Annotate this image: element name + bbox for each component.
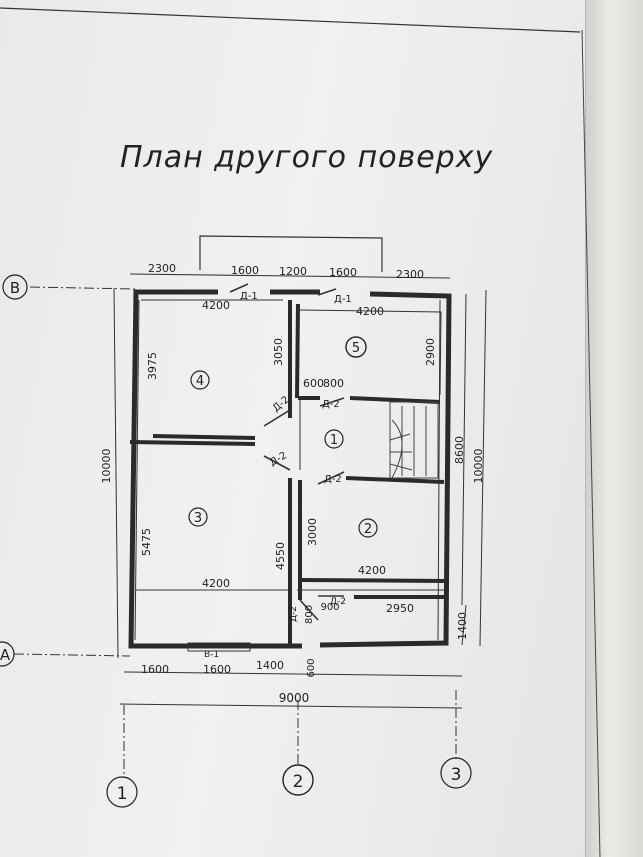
door-label-room2: Д-2 <box>324 474 342 485</box>
door-label-room5: Д-2 <box>322 399 340 410</box>
axis-line-v <box>29 286 136 290</box>
dim-bottom-1: 1600 <box>141 663 169 676</box>
dim-room4-height: 3975 <box>146 352 159 380</box>
interior-thin-lines <box>136 400 446 591</box>
door-label-bath-left: Д-2 <box>289 606 299 622</box>
staircase <box>389 401 439 479</box>
dim-top-2: 1600 <box>231 264 259 277</box>
dim-bath-small-width: 900 <box>320 602 339 613</box>
room-marker-4 <box>190 370 210 390</box>
room-number-4: 4 <box>196 374 204 389</box>
dim-top-5: 2300 <box>396 268 424 281</box>
interior-walls <box>129 300 447 645</box>
door-swings <box>229 283 345 621</box>
dim-room4-right-height: 3050 <box>272 338 285 366</box>
dim-right-total: 10000 <box>472 449 485 484</box>
dim-bottom-2: 1600 <box>203 663 231 676</box>
dim-room2-width: 4200 <box>358 564 386 577</box>
dim-room2-height: 3000 <box>306 518 319 546</box>
dim-top-3: 1200 <box>279 265 307 278</box>
room-number-5: 5 <box>352 341 360 356</box>
outer-walls <box>128 289 452 649</box>
door-label-bath-right: Д-2 <box>330 597 346 607</box>
dim-left-total: 10000 <box>100 449 113 484</box>
dim-top-1: 2300 <box>148 262 176 275</box>
dim-room4-width: 4200 <box>202 299 230 312</box>
door-label-room3: Д-2 <box>268 450 289 468</box>
sheet-border-right <box>581 29 601 857</box>
dim-corridor-1: 600 <box>303 377 324 390</box>
axis-label-a: А <box>0 646 11 664</box>
dim-bath-small-height: 800 <box>304 605 315 624</box>
dim-room5-width: 4200 <box>356 305 384 318</box>
axis-line-a <box>13 653 131 657</box>
dim-top-4: 1600 <box>329 266 357 279</box>
axis-bubble-2 <box>282 764 314 796</box>
balcony-outline <box>199 235 383 272</box>
axis-label-1: 1 <box>117 784 128 804</box>
room-number-3: 3 <box>194 511 202 526</box>
window-bottom <box>187 642 251 652</box>
room-number-2: 2 <box>364 522 372 537</box>
dim-bottom-small: 600 <box>306 658 317 677</box>
sheet-border-top <box>0 7 581 33</box>
axis-label-3: 3 <box>451 765 462 785</box>
wall-thickness-lines <box>134 299 442 641</box>
axis-bubble-1 <box>106 776 138 808</box>
axis-label-v: В <box>10 279 20 297</box>
room-marker-5 <box>345 336 367 358</box>
dim-room3-right-height: 4550 <box>274 542 287 570</box>
dimension-lines <box>113 273 487 709</box>
axis-bubble-a <box>0 641 15 667</box>
dim-bottom-3: 1400 <box>256 659 284 672</box>
dim-bath-width: 2950 <box>386 602 414 615</box>
axis-label-2: 2 <box>293 772 304 792</box>
dim-right-upper: 8600 <box>453 436 466 464</box>
dim-total-width: 9000 <box>279 691 310 705</box>
next-page-edge <box>585 0 643 857</box>
dim-corridor-2: 800 <box>323 377 344 390</box>
axis-bubble-3 <box>440 757 472 789</box>
door-label-entry-left: Д-1 <box>240 291 258 302</box>
window-label: В-1 <box>204 650 219 660</box>
axis-bubble-v <box>2 274 28 300</box>
dim-room3-height: 5475 <box>140 528 153 556</box>
plan-title: План другого поверху <box>120 140 494 175</box>
room-number-1: 1 <box>330 433 338 448</box>
door-label-entry-right: Д-1 <box>334 294 352 305</box>
dim-right-lower: 1400 <box>456 612 469 640</box>
room-marker-2 <box>358 518 378 538</box>
room-marker-1 <box>324 429 344 449</box>
dim-room3-width: 4200 <box>202 577 230 590</box>
dim-room5-height: 2900 <box>424 338 437 366</box>
room-marker-3 <box>188 507 208 527</box>
